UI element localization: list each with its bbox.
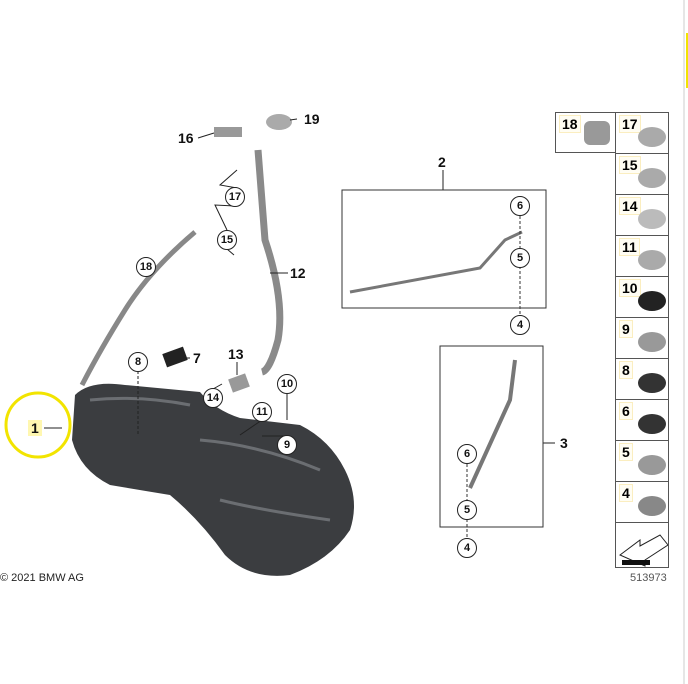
part-number: 4 bbox=[619, 484, 633, 502]
filler-pipe-12 bbox=[254, 149, 284, 376]
navigation-arrow-icon bbox=[619, 534, 669, 567]
part-number: 6 bbox=[619, 402, 633, 420]
box-2 bbox=[341, 189, 547, 309]
part-8-image bbox=[638, 373, 666, 393]
box3-circled-5[interactable]: 5 bbox=[457, 500, 477, 520]
callout-16[interactable]: 16 bbox=[178, 130, 194, 146]
part-number: 5 bbox=[619, 443, 633, 461]
part-10-image bbox=[638, 291, 666, 311]
circled-8[interactable]: 8 bbox=[128, 352, 148, 372]
part-number: 10 bbox=[619, 279, 641, 297]
part-cell-9[interactable]: 9 bbox=[615, 317, 669, 359]
circled-18[interactable]: 18 bbox=[136, 257, 156, 277]
copyright: © 2021 BMW AG bbox=[0, 572, 84, 584]
circled-11[interactable]: 11 bbox=[252, 402, 272, 422]
box2-circled-6[interactable]: 6 bbox=[510, 196, 530, 216]
part-cell-18[interactable]: 18 bbox=[555, 112, 616, 153]
part-15-image bbox=[638, 168, 666, 188]
part-11-image bbox=[638, 250, 666, 270]
box3-circled-4[interactable]: 4 bbox=[457, 538, 477, 558]
circled-14[interactable]: 14 bbox=[203, 388, 223, 408]
box3-circled-6[interactable]: 6 bbox=[457, 444, 477, 464]
part-9-image bbox=[638, 332, 666, 352]
part-number: 15 bbox=[619, 156, 641, 174]
callout-2[interactable]: 2 bbox=[438, 154, 446, 170]
part-18-image bbox=[584, 121, 610, 145]
box-3 bbox=[439, 345, 544, 528]
part-cell-6[interactable]: 6 bbox=[615, 399, 669, 441]
part-14-image bbox=[638, 209, 666, 229]
part-cell-17[interactable]: 17 bbox=[615, 112, 669, 154]
part-6-image bbox=[638, 414, 666, 434]
box2-circled-4[interactable]: 4 bbox=[510, 315, 530, 335]
part-cell-11[interactable]: 11 bbox=[615, 235, 669, 277]
circled-9[interactable]: 9 bbox=[277, 435, 297, 455]
pad-7 bbox=[162, 346, 188, 368]
part-5-image bbox=[638, 455, 666, 475]
part-number: 17 bbox=[619, 115, 641, 133]
fuel-tank bbox=[72, 383, 354, 576]
bracket-2 bbox=[349, 230, 523, 294]
callout-7[interactable]: 7 bbox=[193, 350, 201, 366]
part-cell-5[interactable]: 5 bbox=[615, 440, 669, 482]
callout-12[interactable]: 12 bbox=[290, 265, 306, 281]
part-number: 9 bbox=[619, 320, 633, 338]
callout-19[interactable]: 19 bbox=[304, 111, 320, 127]
part-number: 14 bbox=[619, 197, 641, 215]
circled-10[interactable]: 10 bbox=[277, 374, 297, 394]
part-number: 18 bbox=[559, 115, 581, 133]
vent-hose-18 bbox=[79, 230, 197, 387]
box2-circled-5[interactable]: 5 bbox=[510, 248, 530, 268]
part-cell-4[interactable]: 4 bbox=[615, 481, 669, 523]
cap-19 bbox=[266, 114, 292, 130]
circled-15[interactable]: 15 bbox=[217, 230, 237, 250]
highlight-circle bbox=[4, 391, 72, 459]
callout-1[interactable]: 1 bbox=[28, 420, 42, 436]
part-17-image bbox=[638, 127, 666, 147]
part-number: 8 bbox=[619, 361, 633, 379]
part-cell-10[interactable]: 10 bbox=[615, 276, 669, 318]
bracket-3 bbox=[468, 359, 517, 489]
edge-highlight bbox=[686, 33, 688, 88]
part-cell-14[interactable]: 14 bbox=[615, 194, 669, 236]
hose-13 bbox=[228, 373, 250, 393]
clip-16 bbox=[214, 127, 242, 137]
callout-13[interactable]: 13 bbox=[228, 346, 244, 362]
part-4-image bbox=[638, 496, 666, 516]
part-cell-15[interactable]: 15 bbox=[615, 153, 669, 195]
part-cell-8[interactable]: 8 bbox=[615, 358, 669, 400]
navigation-arrow-button[interactable] bbox=[615, 522, 669, 568]
diagram-number: 513973 bbox=[630, 572, 667, 584]
callout-3[interactable]: 3 bbox=[560, 435, 568, 451]
circled-17[interactable]: 17 bbox=[225, 187, 245, 207]
part-number: 11 bbox=[619, 238, 640, 256]
